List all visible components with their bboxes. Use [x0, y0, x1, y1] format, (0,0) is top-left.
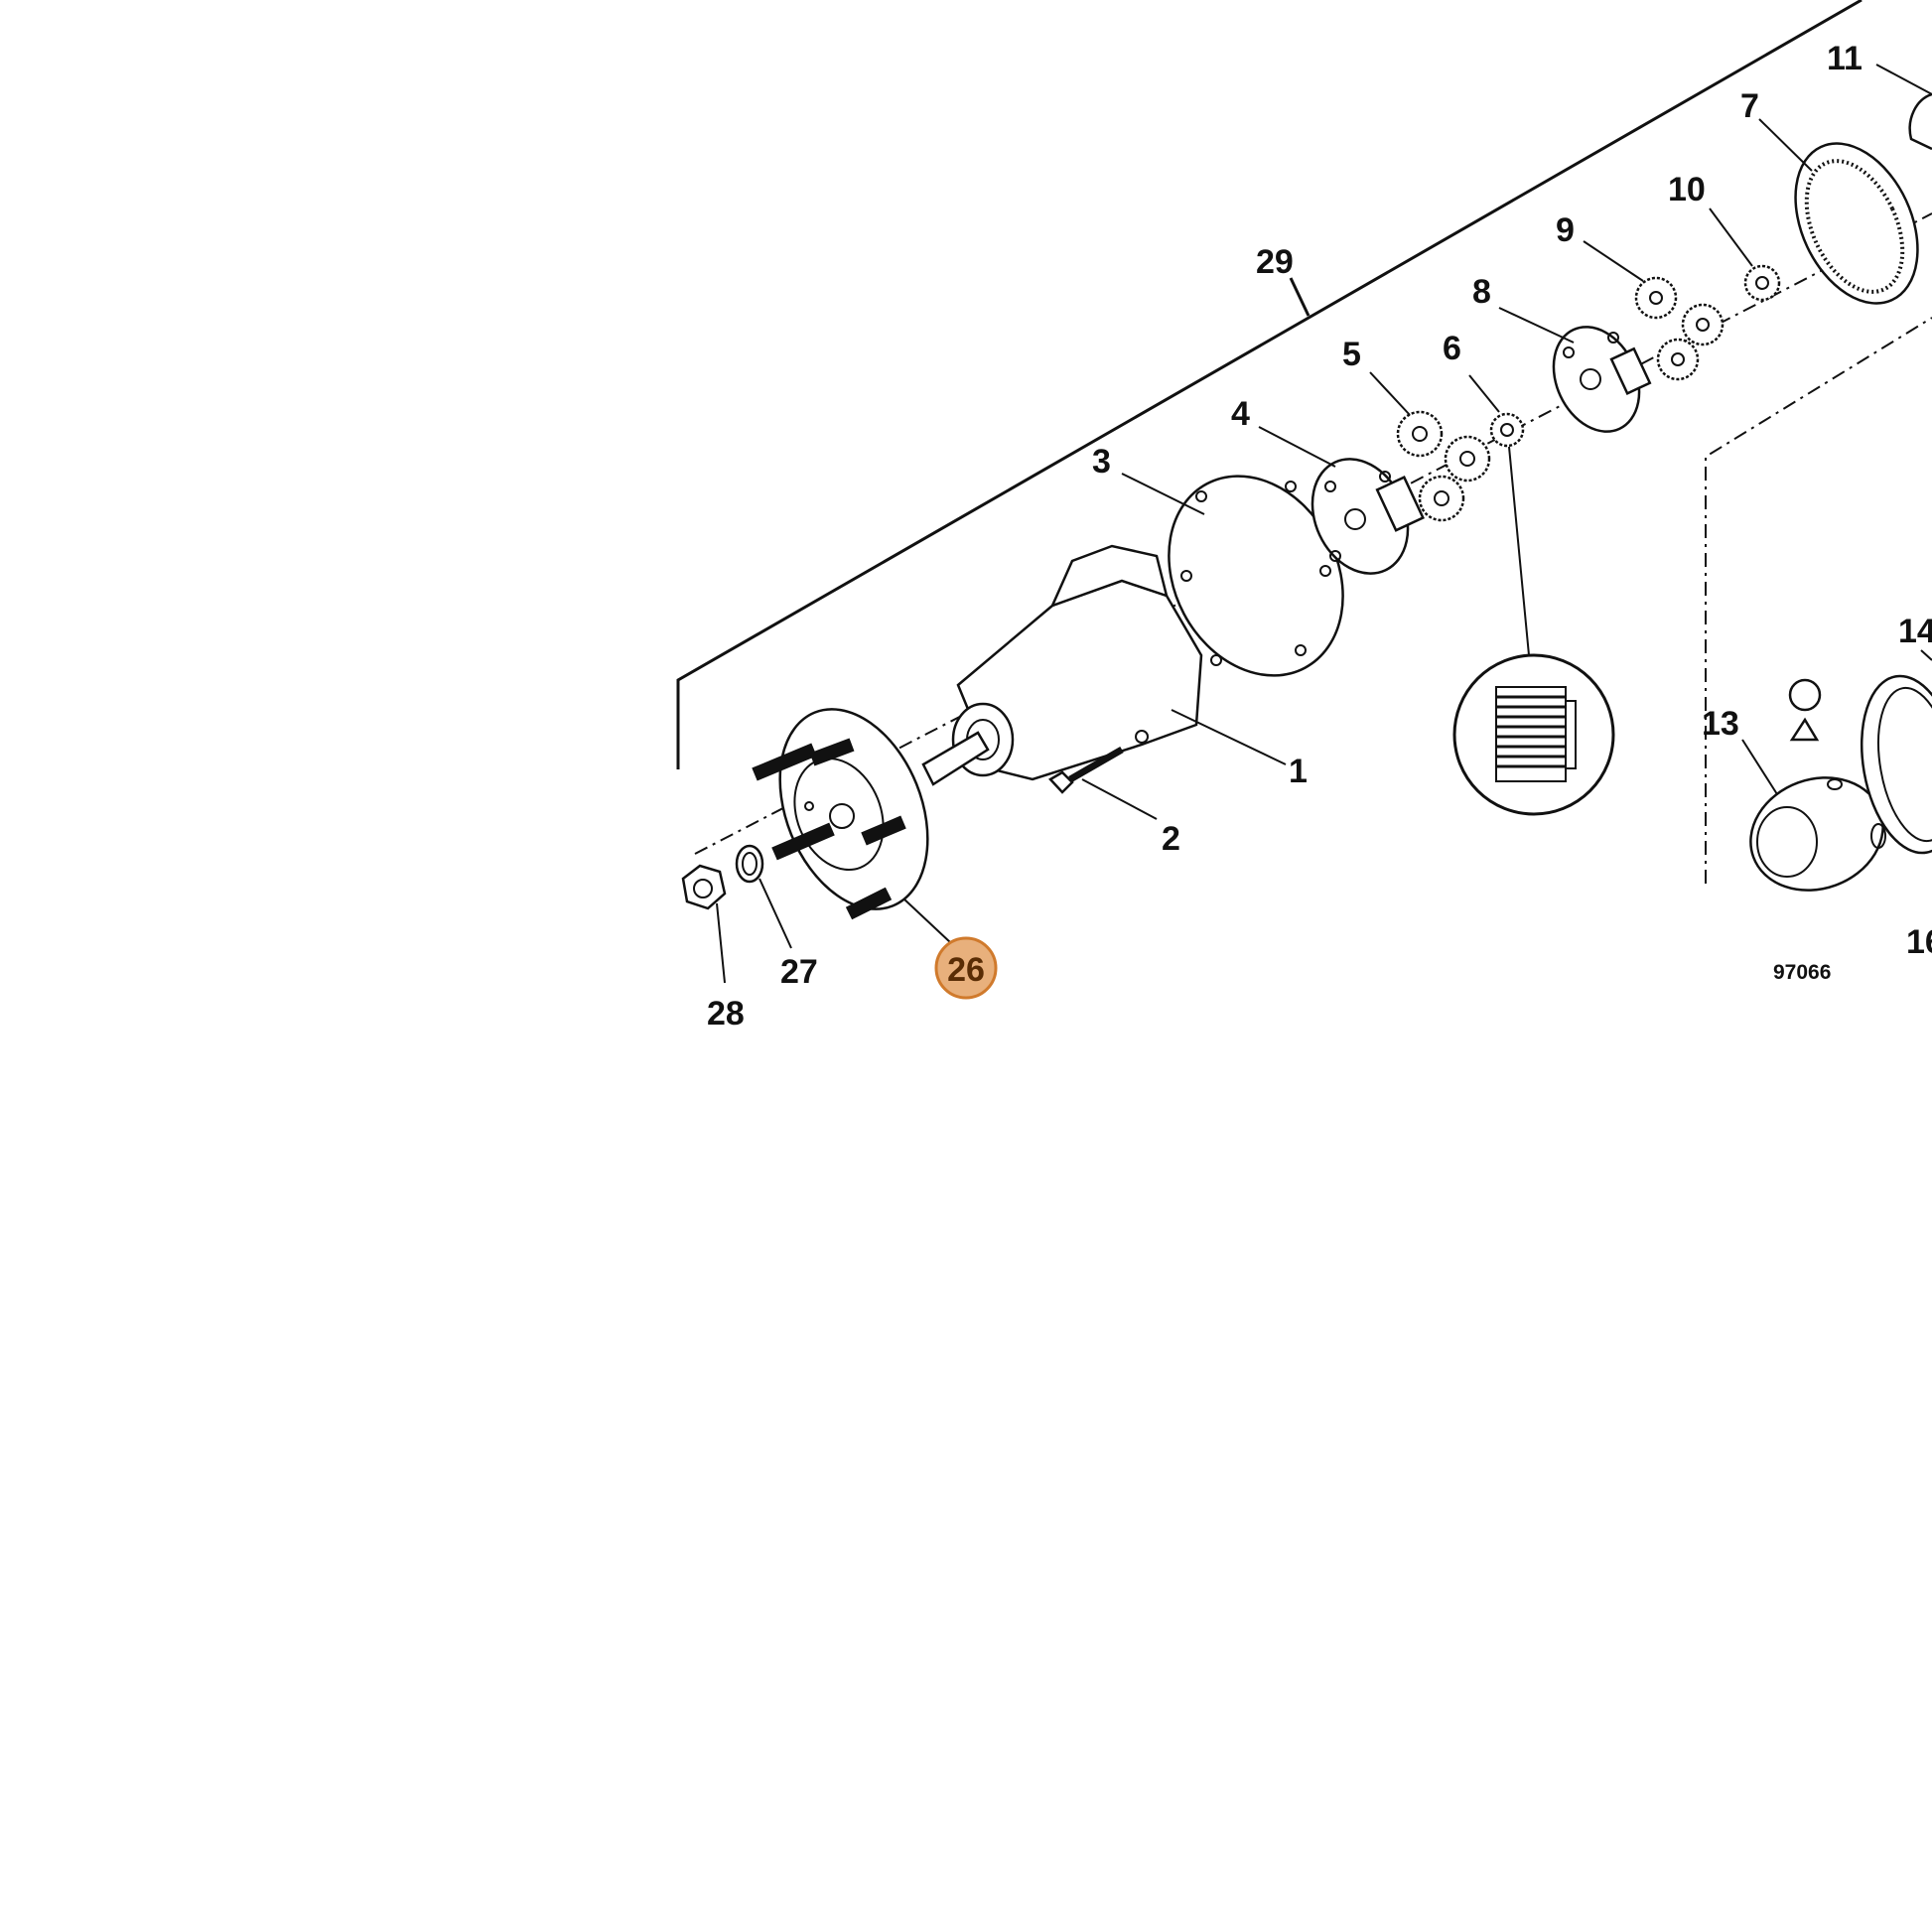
callout-28[interactable]: 28 — [707, 995, 745, 1033]
callout-6[interactable]: 6 — [1443, 330, 1461, 367]
callout-labels: 1 2 3 4 5 6 7 8 9 10 11 13 14 16 27 28 2… — [707, 40, 1932, 1033]
part-1-spindle-housing[interactable] — [921, 544, 1287, 786]
callout-9[interactable]: 9 — [1556, 211, 1575, 249]
callout-14[interactable]: 14 — [1898, 613, 1932, 650]
callout-8[interactable]: 8 — [1472, 273, 1491, 311]
part-4-carrier[interactable] — [1258, 426, 1426, 589]
callout-10[interactable]: 10 — [1668, 171, 1706, 208]
callout-5[interactable]: 5 — [1342, 336, 1361, 373]
part-9-planet-gears[interactable] — [1583, 240, 1725, 381]
part-14-ring[interactable] — [1849, 649, 1932, 861]
callout-3[interactable]: 3 — [1092, 443, 1111, 481]
part-8-carrier-plate[interactable] — [1498, 307, 1655, 446]
part-11[interactable] — [1875, 64, 1932, 151]
part-27-washer[interactable] — [735, 844, 792, 949]
callout-29[interactable]: 29 — [1256, 243, 1294, 281]
callout-1[interactable]: 1 — [1289, 753, 1308, 790]
part-6-sun-gear[interactable] — [1452, 374, 1615, 816]
part-5-planet-gears[interactable] — [1369, 371, 1491, 522]
highlight-circle — [934, 936, 998, 1000]
callout-4[interactable]: 4 — [1231, 395, 1250, 433]
part-10-sun-gear[interactable] — [1709, 207, 1781, 302]
callout-27[interactable]: 27 — [780, 953, 818, 991]
part-2-bolt[interactable] — [1048, 746, 1158, 820]
callout-26-highlighted[interactable]: 26 — [934, 936, 998, 1000]
callout-2[interactable]: 2 — [1162, 820, 1180, 858]
part-13-collar[interactable] — [1734, 678, 1898, 908]
callout-7[interactable]: 7 — [1740, 87, 1759, 125]
part-26-wheel-hub[interactable] — [752, 687, 956, 944]
callout-26: 26 — [947, 951, 985, 989]
callout-11[interactable]: 11 — [1827, 40, 1863, 77]
callout-16[interactable]: 16 — [1906, 923, 1932, 961]
part-28-nut[interactable] — [681, 864, 727, 984]
part-7-ring-gear[interactable] — [1758, 118, 1932, 323]
part-3-gasket[interactable] — [1121, 446, 1377, 706]
assembly-bracket-29 — [676, 0, 1863, 769]
figure-number: 97066 — [1773, 961, 1831, 984]
callout-13[interactable]: 13 — [1702, 705, 1739, 743]
